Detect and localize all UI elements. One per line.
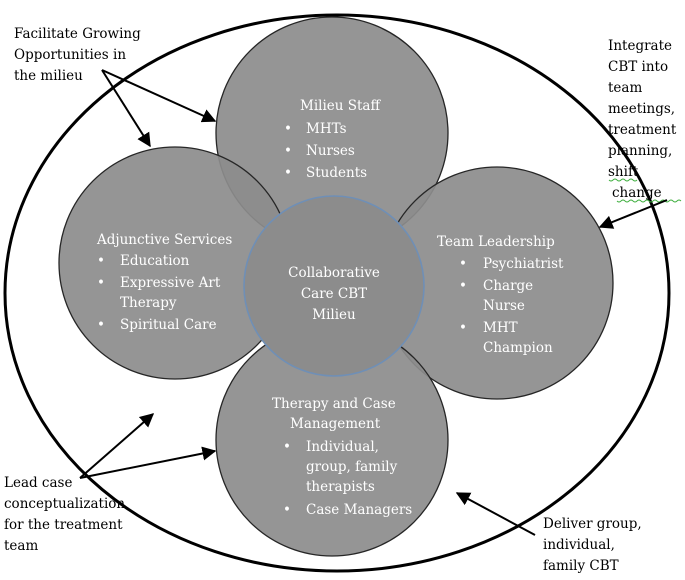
annotation-deliver: Deliver group, individual, family CBT	[543, 516, 642, 574]
annotation-line: team	[4, 538, 38, 554]
center-line: Care CBT	[301, 286, 367, 302]
arrow-integrate-to-leadership	[598, 199, 668, 229]
center-line: Collaborative	[288, 265, 380, 281]
adjunctive-services-title: Adjunctive Services	[96, 232, 232, 248]
team-leadership-bullets: • Psychiatrist • Charge Nurse • MHT Cham…	[459, 256, 564, 356]
annotation-line: Facilitate Growing	[14, 26, 141, 42]
center-label: Collaborative Care CBT Milieu	[288, 265, 380, 323]
team-leadership-title: Team Leadership	[437, 234, 555, 250]
arrow-deliver-to-therapy	[455, 492, 536, 536]
therapy-item: therapists	[306, 479, 375, 495]
arrow-facilitate-to-milieu	[101, 69, 217, 123]
arrow-facilitate-to-adjunctive	[101, 69, 151, 148]
adjunctive-item: Education	[120, 253, 190, 269]
annotation-integrate: Integrate CBT into team meetings, treatm…	[608, 38, 682, 203]
annotation-line: conceptualization	[4, 496, 125, 512]
therapy-bullets: • Individual, group, family therapists •…	[283, 439, 412, 518]
therapy-title-line1: Therapy and Case	[272, 396, 396, 412]
team-leadership-item: Psychiatrist	[483, 256, 564, 272]
circle-collaborative-care	[243, 195, 425, 377]
annotation-line: individual,	[543, 537, 615, 553]
annotation-facilitate: Facilitate Growing Opportunities in the …	[14, 26, 141, 84]
annotation-line: family CBT	[543, 558, 619, 574]
therapy-item: group, family	[306, 459, 398, 475]
milieu-staff-item: Nurses	[306, 143, 355, 159]
bullet-dot: •	[284, 165, 292, 181]
outer-boundary-ellipse	[3, 13, 671, 573]
annotation-line: treatment	[608, 122, 677, 138]
center-line: Milieu	[312, 307, 356, 323]
milieu-staff-bullets: • MHTs • Nurses • Students	[284, 121, 367, 181]
bullet-dot: •	[459, 256, 467, 272]
arrow-lead-to-therapy	[79, 446, 217, 479]
bullet-dot: •	[459, 278, 467, 294]
annotation-line: change	[612, 185, 662, 201]
bullet-dot: •	[283, 439, 291, 455]
bullet-dot: •	[284, 143, 292, 159]
therapy-item: Individual,	[306, 439, 379, 455]
bullet-dot: •	[97, 317, 105, 333]
milieu-staff-title: Milieu Staff	[300, 98, 381, 114]
annotation-line: Opportunities in	[14, 47, 126, 63]
annotation-lead-case: Lead case conceptualization for the trea…	[4, 475, 125, 554]
team-leadership-item: Nurse	[483, 298, 525, 314]
milieu-staff-item: Students	[306, 165, 367, 181]
team-leadership-item: Champion	[483, 340, 553, 356]
adjunctive-item: Therapy	[120, 295, 177, 311]
bullet-dot: •	[459, 320, 467, 336]
spellcheck-underline	[608, 178, 638, 182]
arrows	[79, 69, 668, 536]
spellcheck-underline	[616, 199, 682, 203]
therapy-item: Case Managers	[306, 502, 412, 518]
bullet-dot: •	[284, 121, 292, 137]
bullet-dot: •	[283, 502, 291, 518]
annotation-line: for the treatment	[4, 517, 123, 533]
annotation-line: team	[608, 80, 642, 96]
bullet-dot: •	[97, 253, 105, 269]
annotation-line: meetings,	[608, 101, 675, 117]
adjunctive-item: Spiritual Care	[120, 317, 217, 333]
annotation-line: shift	[608, 164, 639, 180]
adjunctive-item: Expressive Art	[120, 275, 221, 291]
arrow-lead-to-adjunctive	[79, 413, 155, 479]
team-leadership-item: Charge	[483, 278, 533, 294]
adjunctive-services-bullets: • Education • Expressive Art Therapy • S…	[97, 253, 221, 333]
annotation-line: planning,	[608, 143, 672, 159]
annotation-line: the milieu	[14, 68, 83, 84]
annotation-line: Integrate	[608, 38, 672, 54]
annotation-line: Lead case	[4, 475, 72, 491]
therapy-title-line2: Management	[290, 416, 381, 432]
team-leadership-item: MHT	[483, 320, 518, 336]
bullet-dot: •	[97, 275, 105, 291]
annotation-line: CBT into	[608, 59, 668, 75]
milieu-staff-item: MHTs	[306, 121, 347, 137]
annotation-line: Deliver group,	[543, 516, 642, 532]
